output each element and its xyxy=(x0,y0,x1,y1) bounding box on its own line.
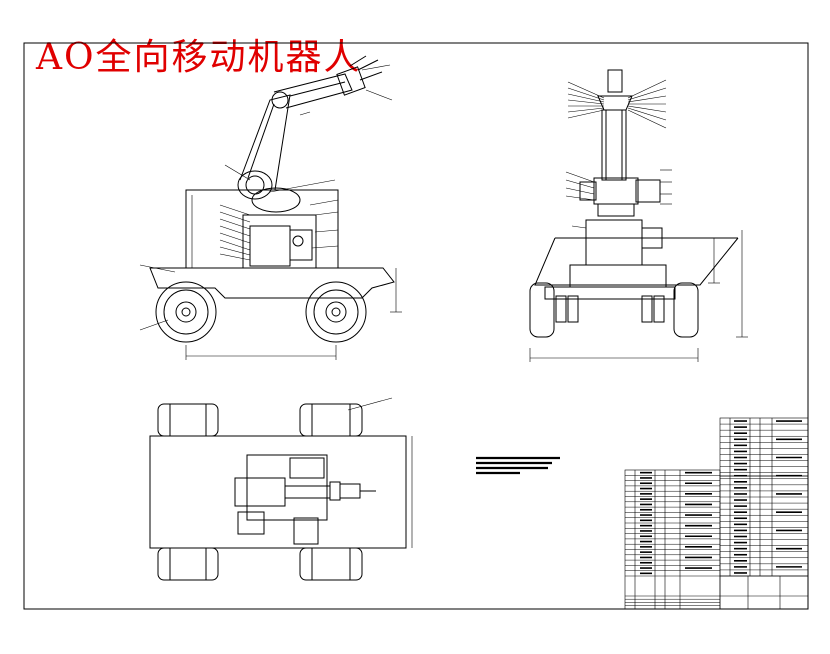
technical-notes xyxy=(476,456,560,475)
front-view-turret xyxy=(585,219,643,266)
side-view-wheel-rear xyxy=(305,281,367,343)
front-view-column xyxy=(601,109,627,181)
front-view-gripper xyxy=(607,69,623,93)
top-view-arm-base xyxy=(246,454,328,521)
drawing-title: AO全向移动机器人 xyxy=(36,37,362,78)
side-view-cabinet xyxy=(185,189,339,269)
side-view-platform xyxy=(149,267,395,299)
top-view xyxy=(149,397,413,581)
parts-list-table xyxy=(624,417,809,610)
side-view-gripper xyxy=(349,55,383,81)
top-view-chassis xyxy=(149,435,407,549)
sheet-border xyxy=(23,42,809,610)
front-view-chassis xyxy=(534,237,739,286)
side-view-base-block xyxy=(242,214,317,269)
top-view-arm xyxy=(284,485,331,499)
front-view-wheel-left xyxy=(529,282,555,338)
parts-list-rows xyxy=(625,423,808,606)
top-view-wheel xyxy=(157,403,219,437)
side-view-upper-arm xyxy=(239,94,291,191)
side-view xyxy=(139,55,402,360)
top-view-wheel xyxy=(299,547,363,581)
parts-list-text xyxy=(640,420,802,575)
side-view-wheel-front xyxy=(155,281,217,343)
front-view-wheel-right xyxy=(673,282,699,338)
front-view xyxy=(529,69,748,362)
side-view-forearm xyxy=(273,73,353,109)
top-view-wheel xyxy=(157,547,219,581)
